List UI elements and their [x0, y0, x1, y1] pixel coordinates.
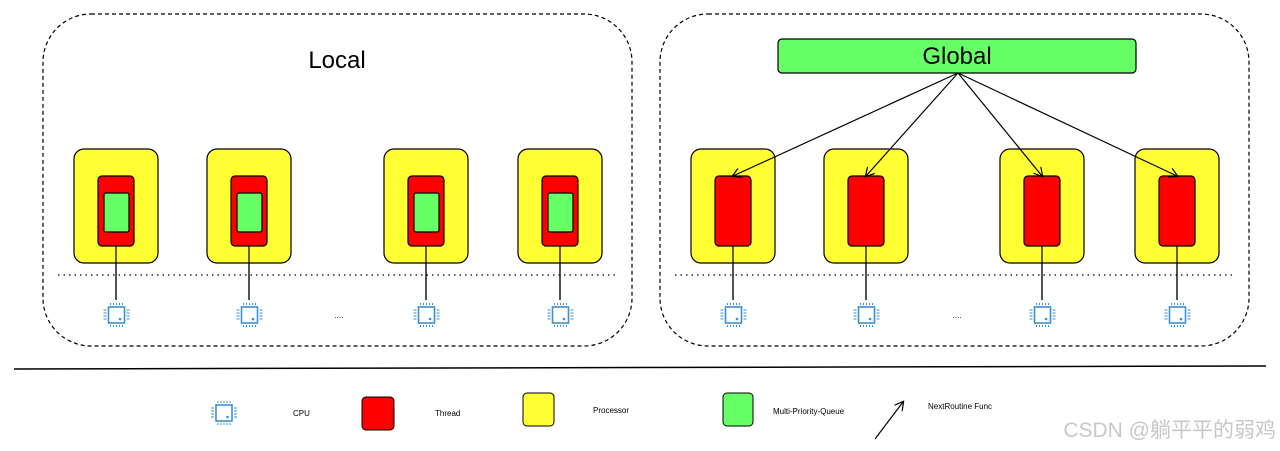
- legend-label-queue: Multi-Priority-Queue: [773, 407, 845, 416]
- legend-label-processor: Processor: [593, 406, 629, 415]
- global-arrows: [733, 72, 1177, 176]
- legend-label-cpu: CPU: [293, 409, 310, 418]
- global-units: [690, 148, 1220, 328]
- arrow-icon: [874, 402, 903, 440]
- legend-item-cpu: CPU: [210, 400, 310, 426]
- next-routine-arrow: [957, 72, 1042, 176]
- thread-swatch: [361, 396, 395, 431]
- thread-box: [1023, 175, 1061, 247]
- local-queue-box: [547, 192, 574, 233]
- watermark: CSDN @躺平平的弱鸡: [1063, 419, 1276, 442]
- local-queue-box: [103, 192, 130, 233]
- cpu-chip-icon: [102, 302, 131, 328]
- local-processor-unit: [517, 148, 603, 328]
- global-panel-border: [659, 13, 1250, 347]
- local-units: [73, 148, 603, 328]
- legend-item-thread: Thread: [361, 396, 460, 431]
- processor-swatch: [522, 392, 555, 427]
- local-processor-unit: [206, 148, 292, 328]
- legend-item-processor: Processor: [522, 392, 629, 427]
- global-processor-unit: [690, 148, 776, 328]
- local-panel: Local ....: [42, 13, 633, 347]
- local-panel-border: [42, 13, 633, 347]
- local-queue-box: [413, 192, 440, 233]
- legend-divider: [13, 365, 1267, 370]
- global-panel-title: Global: [922, 43, 991, 70]
- thread-box: [1158, 175, 1196, 247]
- cpu-chip-icon: [1163, 302, 1192, 328]
- cpu-chip-icon: [412, 302, 441, 328]
- local-processor-unit: [73, 148, 159, 328]
- cpu-chip-icon: [719, 302, 748, 328]
- next-routine-arrow: [733, 72, 959, 176]
- global-processor-unit: [823, 148, 909, 328]
- cpu-chip-icon: [546, 302, 575, 328]
- queue-swatch: [722, 392, 754, 427]
- legend: CPU Thread Processor Multi-Priority-Queu…: [210, 392, 992, 440]
- legend-item-queue: Multi-Priority-Queue: [722, 392, 845, 427]
- local-ellipsis: ....: [335, 311, 344, 320]
- cpu-chip-icon: [235, 302, 264, 328]
- global-processor-unit: [1134, 148, 1220, 328]
- local-processor-unit: [383, 148, 469, 328]
- cpu-chip-icon: [210, 400, 238, 426]
- global-panel: Global ....: [659, 13, 1250, 347]
- local-panel-title: Local: [308, 47, 365, 74]
- legend-label-arrow: NextRoutine Func: [928, 402, 992, 411]
- global-ellipsis: ....: [953, 311, 962, 320]
- thread-box: [714, 175, 752, 247]
- legend-label-thread: Thread: [435, 409, 460, 418]
- thread-box: [847, 175, 885, 247]
- cpu-chip-icon: [852, 302, 881, 328]
- legend-item-arrow: NextRoutine Func: [874, 402, 992, 440]
- global-processor-unit: [999, 148, 1085, 328]
- next-routine-arrow: [957, 72, 1177, 176]
- local-queue-box: [236, 192, 263, 233]
- next-routine-arrow: [866, 72, 959, 176]
- cpu-chip-icon: [1028, 302, 1057, 328]
